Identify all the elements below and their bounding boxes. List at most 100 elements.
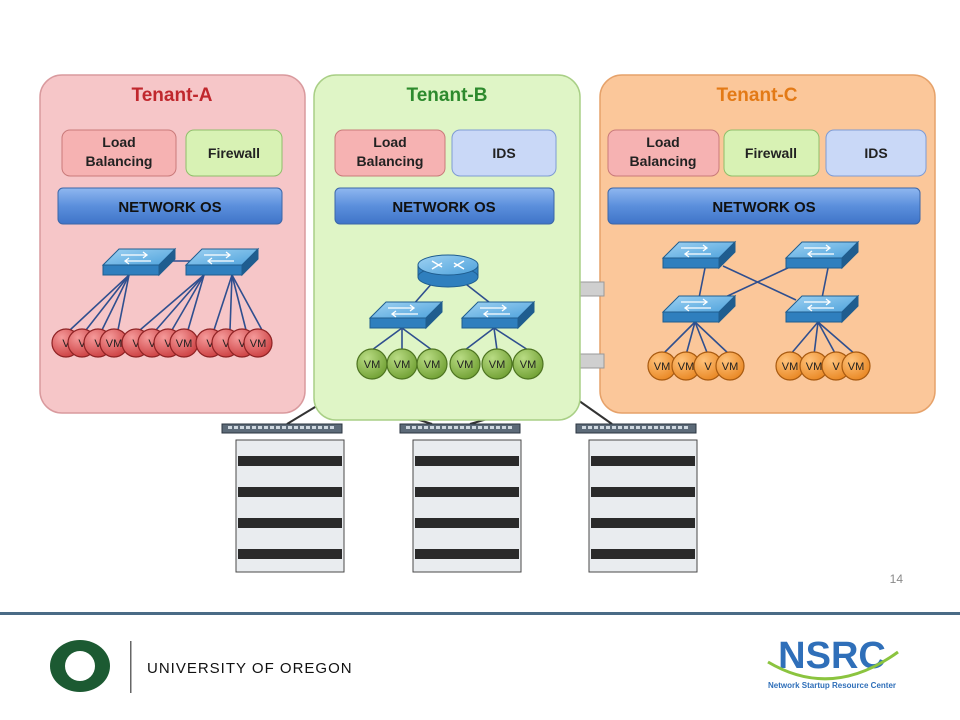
tenant-a-vm-link (213, 274, 233, 331)
tenant-c-switch-bottom-left (661, 294, 737, 324)
tenant-a-vm: VM (169, 328, 199, 358)
tenant-b-vm-link (401, 327, 433, 351)
vm-label: V (704, 361, 712, 373)
tenant-b-network-os-label: NETWORK OS (392, 199, 495, 216)
tenant-c-switch-bottom-right (784, 294, 860, 324)
tenant-b-vm: VM (416, 348, 448, 380)
vm-label: VM (654, 361, 671, 373)
physical-rack (575, 423, 698, 573)
tenant-a-vm-link (101, 274, 130, 331)
tenant-a-vm-link (187, 274, 205, 331)
university-name: UNIVERSITY OF OREGON (147, 660, 353, 677)
vm-label: VM (424, 359, 441, 371)
tenant-b-vm-link (493, 327, 498, 351)
tenant-a-switch-1 (101, 247, 177, 277)
router-icon (417, 254, 479, 288)
tenant-c-vm-link (694, 321, 709, 356)
vm-label: VM (106, 338, 123, 350)
vm-label: VM (250, 338, 267, 350)
tenant-b-vm: VM (356, 348, 388, 380)
tenant-a-vm-link (85, 274, 130, 331)
tenant-a-vm-link (231, 274, 263, 331)
tenant-b-switch-left (368, 300, 444, 330)
vm-label: V (206, 338, 214, 350)
tenant-a-switch-2 (184, 247, 260, 277)
physical-racks (221, 423, 698, 573)
tenant-c-vm-link (817, 321, 857, 356)
tenant-c-switch-top-right (784, 240, 860, 270)
tenant-c-cross-link (722, 265, 797, 301)
tenant-b-vm: VM (386, 348, 418, 380)
vm-label: VM (394, 359, 411, 371)
tenant-c-vm: VM (841, 351, 871, 381)
vm-label: VM (364, 359, 381, 371)
vm-label: V (62, 338, 70, 350)
tenant-a-vm-link (231, 274, 247, 331)
tenant-b-network-os-bar (334, 187, 555, 225)
tenant-c-title: Tenant-C (717, 85, 798, 106)
nsrc-org-name: Network Startup Resource Center (768, 681, 896, 690)
tenant-c-network-os-bar (607, 187, 921, 225)
vm-label: VM (848, 361, 865, 373)
physical-rack (221, 423, 345, 573)
vm-label: VM (520, 359, 537, 371)
vm-label: V (832, 361, 840, 373)
tenant-c-firewall-label: Firewall (745, 145, 797, 161)
tenant-a-firewall-label: Firewall (208, 145, 260, 161)
tenant-a-panel: Tenant-A (39, 74, 306, 414)
vm-label: VM (678, 361, 695, 373)
tenant-c-link (698, 267, 706, 299)
tenant-a-vm-link (117, 274, 130, 331)
tenant-a-vm-link (139, 274, 205, 331)
tenant-c-vm-link (813, 321, 819, 356)
vm-label: VM (176, 338, 193, 350)
tenant-c-cross-link (718, 265, 793, 301)
tenant-c-vm: VM (671, 351, 701, 381)
tenant-c-vm-link (789, 321, 819, 356)
vm-label: VM (782, 361, 799, 373)
tenant-a-vm: VM (243, 328, 273, 358)
tenant-c-network-os-label: NETWORK OS (712, 199, 815, 216)
tenant-b-vm: VM (481, 348, 513, 380)
vm-label: V (238, 338, 246, 350)
tenant-b-vm: VM (449, 348, 481, 380)
vm-label: V (78, 338, 86, 350)
tenant-a-network-os-label: NETWORK OS (118, 199, 221, 216)
footer: UNIVERSITY OF OREGON NSRC Network Startu… (0, 612, 960, 693)
vm-label: V (148, 338, 156, 350)
tenant-a-vm-link (69, 274, 130, 331)
tenant-b-switch-right (460, 300, 536, 330)
nsrc-logo: NSRC Network Startup Resource Center (767, 635, 899, 690)
tenant-c-vm-link (817, 321, 837, 356)
oregon-o-logo (50, 640, 110, 692)
tenant-c-link (821, 267, 829, 299)
tenant-a-vm-link (155, 274, 205, 331)
tenant-b-vm-link (464, 327, 495, 351)
page-number: 14 (890, 572, 904, 586)
vm-label: VM (722, 361, 739, 373)
vm-label: V (164, 338, 172, 350)
tenant-b-ids-label: IDS (492, 145, 515, 161)
vm-label: VM (806, 361, 823, 373)
tenant-a-vm-link (229, 274, 233, 331)
tenant-a-network-os-bar (57, 187, 283, 225)
vm-label: V (94, 338, 102, 350)
tenant-a-vm-link (171, 274, 205, 331)
physical-rack (399, 423, 522, 573)
vm-label: V (222, 338, 230, 350)
tenant-a-title: Tenant-A (132, 85, 213, 106)
tenant-c-vm-link (694, 321, 731, 356)
tenant-a-vm: VM (99, 328, 129, 358)
tenant-c-vm-link (661, 321, 696, 356)
network-os-bars: NETWORK OS NETWORK OS NETWORK OS (57, 187, 921, 225)
tenant-b-vm: VM (512, 348, 544, 380)
tenant-b-vm-link (493, 327, 529, 351)
tenant-c-vm: VM (715, 351, 745, 381)
tenant-c-switch-top-left (661, 240, 737, 270)
